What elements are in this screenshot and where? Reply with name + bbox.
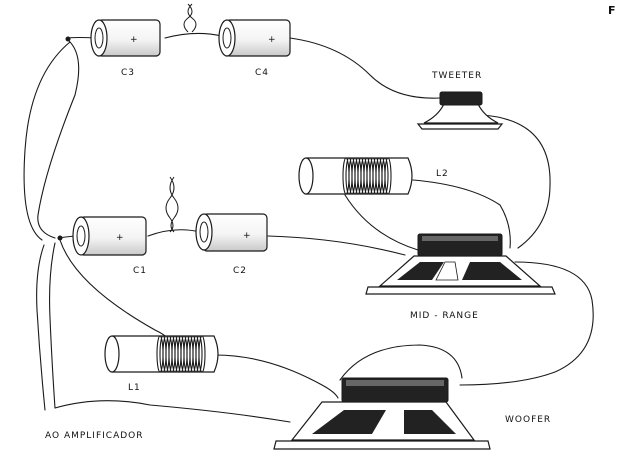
wires bbox=[23, 32, 594, 423]
wire-midrange-to-woofer bbox=[459, 261, 594, 386]
coil-turn bbox=[381, 157, 389, 195]
inductor-l1-tube bbox=[112, 335, 219, 373]
capacitor-c2-polarity: + bbox=[243, 231, 252, 241]
capacitor-c1-body bbox=[79, 216, 147, 256]
capacitor-c4-label: C4 bbox=[255, 68, 269, 78]
woofer-magnet-band bbox=[346, 380, 444, 386]
wire-amplifier-lead-a bbox=[36, 244, 46, 411]
twist-c3-c4-a bbox=[183, 3, 193, 33]
midrange-rim bbox=[365, 286, 556, 295]
wire-c2-to-midrange bbox=[267, 235, 406, 256]
tweeter-label: TWEETER bbox=[431, 71, 482, 81]
inductor-l2-winding bbox=[342, 157, 392, 195]
wire-l1-to-woofer bbox=[214, 354, 339, 399]
midrange-cone-center bbox=[435, 261, 459, 281]
capacitor-c1-label: C1 bbox=[133, 266, 147, 276]
woofer-cone-left bbox=[312, 410, 386, 434]
corner-mark: F bbox=[608, 4, 617, 17]
speaker-tweeter: TWEETER bbox=[416, 71, 504, 130]
tweeter-rim bbox=[416, 123, 504, 130]
midrange-frame bbox=[378, 255, 542, 287]
wire-top-junction-outer bbox=[23, 41, 71, 241]
junction-dot-bottom bbox=[57, 235, 63, 241]
wire-c4-to-tweeter bbox=[289, 37, 441, 99]
capacitor-c3-end bbox=[90, 19, 108, 57]
capacitor-c4: + C4 bbox=[218, 19, 291, 78]
capacitor-c1-polarity: + bbox=[116, 233, 125, 243]
speaker-woofer: WOOFER bbox=[273, 377, 551, 450]
coil-turn bbox=[195, 335, 203, 373]
junction-dots bbox=[57, 36, 71, 241]
capacitor-c4-body bbox=[225, 19, 291, 57]
coil-turn bbox=[198, 335, 206, 373]
inductor-l2-end bbox=[298, 157, 314, 195]
capacitor-c4-inner-ring bbox=[222, 27, 232, 49]
tweeter-cone bbox=[423, 103, 499, 124]
inductor-l1-end bbox=[104, 335, 120, 373]
amplifier-label: AO AMPLIFICADOR bbox=[45, 431, 144, 441]
inductor-l1-winding bbox=[156, 335, 206, 373]
inductor-l1: L1 bbox=[104, 335, 219, 393]
capacitor-c2-end bbox=[195, 213, 213, 251]
twist-c1-c2-b bbox=[169, 176, 179, 233]
capacitor-c3-label: C3 bbox=[121, 68, 135, 78]
capacitor-c3-polarity: + bbox=[130, 35, 139, 45]
midrange-label: MID - RANGE bbox=[410, 311, 479, 321]
capacitor-c4-end bbox=[218, 19, 236, 57]
woofer-label: WOOFER bbox=[505, 415, 551, 425]
capacitor-c2-body bbox=[202, 213, 268, 252]
junction-dot-top bbox=[65, 36, 71, 42]
wire-woofer-loop bbox=[339, 344, 463, 381]
speaker-midrange: MID - RANGE bbox=[365, 233, 556, 321]
midrange-cone-left bbox=[397, 262, 444, 280]
wire-c3-to-c4 bbox=[164, 32, 223, 39]
capacitor-c1-inner-ring bbox=[76, 225, 86, 247]
tweeter-magnet bbox=[439, 91, 483, 106]
capacitor-c2-label: C2 bbox=[233, 266, 247, 276]
capacitor-c4-polarity: + bbox=[268, 35, 277, 45]
twist-c1-c2-a bbox=[165, 176, 175, 233]
wire-amplifier-lead-b bbox=[49, 242, 56, 409]
capacitor-c1: + C1 bbox=[72, 216, 147, 276]
twisted-leads bbox=[165, 3, 197, 233]
wire-l2-to-midrange bbox=[344, 194, 419, 251]
capacitor-c2: + C2 bbox=[195, 213, 268, 276]
midrange-magnet-band bbox=[422, 236, 498, 241]
inductor-l1-label: L1 bbox=[128, 383, 141, 393]
coil-turn bbox=[384, 157, 392, 195]
wire-amplifier-ground bbox=[54, 400, 291, 423]
inductor-l2: L2 bbox=[298, 157, 449, 195]
woofer-cone-right bbox=[404, 410, 456, 434]
wire-c1-to-c2 bbox=[147, 229, 201, 237]
capacitor-c1-end bbox=[72, 216, 90, 256]
capacitor-c3-inner-ring bbox=[94, 27, 104, 49]
wire-junction-to-l1 bbox=[59, 239, 170, 349]
inductor-l2-label: L2 bbox=[436, 169, 449, 179]
wire-l2-right bbox=[412, 179, 511, 249]
woofer-frame bbox=[290, 401, 476, 441]
wire-tweeter-return bbox=[481, 114, 551, 249]
midrange-cone-right bbox=[462, 262, 522, 280]
capacitor-c2-inner-ring bbox=[199, 221, 209, 243]
woofer-rim bbox=[273, 440, 491, 450]
wire-top-junction-to-bottom-junction bbox=[37, 39, 80, 239]
twist-c3-c4-b bbox=[187, 3, 197, 33]
capacitor-c3: + C3 bbox=[90, 19, 161, 78]
